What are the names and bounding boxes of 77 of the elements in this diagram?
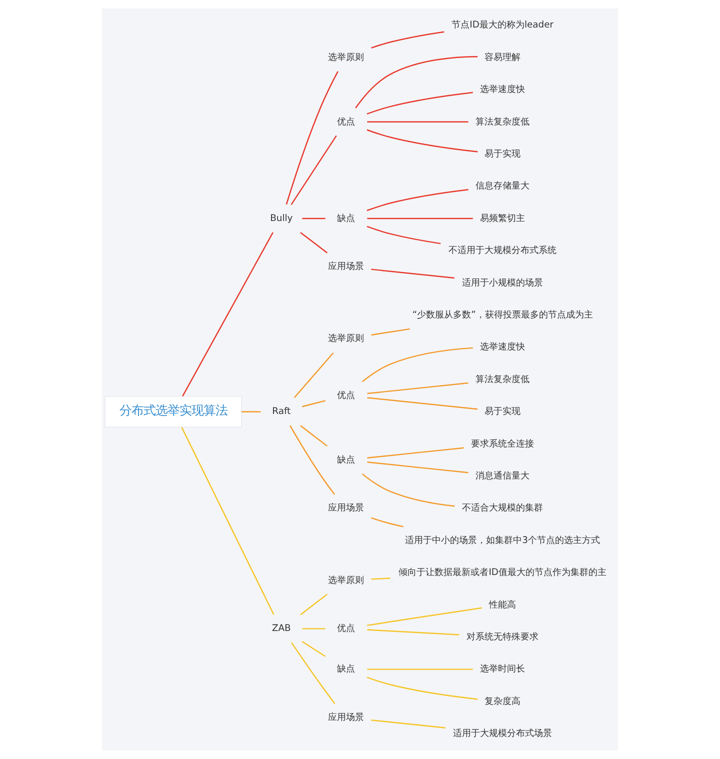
node-text: 选举原则 (328, 52, 364, 63)
node-text: 易于实现 (484, 148, 521, 160)
connector (286, 71, 338, 205)
connector (302, 641, 326, 657)
node-text: Raft (272, 406, 291, 418)
node-text: 优点 (337, 623, 356, 634)
node-text: Bully (270, 212, 293, 224)
connector (300, 232, 328, 254)
connector (367, 382, 468, 394)
node-text: 优点 (337, 116, 356, 128)
connector (355, 56, 478, 108)
node-text: 应用场景 (328, 712, 364, 723)
node-text: 缺点 (337, 664, 356, 675)
node-text: 适用于小规模的场景 (462, 277, 544, 288)
node-text: 算法复杂度低 (476, 116, 530, 128)
node-text: 选举速度快 (480, 342, 526, 353)
connector (371, 31, 444, 49)
connector (371, 578, 390, 580)
node-text: 缺点 (337, 212, 356, 224)
connector (291, 642, 336, 704)
node-text: 适用于大规模分布式场景 (453, 728, 552, 740)
connector (367, 447, 464, 458)
node-text: 优点 (337, 390, 356, 401)
node-text: 易频繁切主 (480, 212, 526, 224)
connector (302, 218, 326, 220)
node-text: 算法复杂度低 (476, 374, 530, 385)
connector (302, 400, 326, 408)
connector (371, 517, 404, 528)
connector (302, 628, 326, 630)
connector (366, 607, 482, 626)
node-text: 信息存储量大 (476, 180, 530, 192)
connector (366, 189, 468, 212)
node-text: 容易理解 (484, 52, 521, 63)
node-text: 对系统无特殊要求 (466, 631, 539, 642)
node-text: “少数服从多数”，获得投票最多的节点成为主 (412, 309, 593, 320)
connector (182, 232, 274, 397)
node-text: 不适用于大规模分布式系统 (448, 245, 557, 256)
connector (300, 594, 328, 616)
node-text: 选举速度快 (480, 84, 526, 96)
node-text: 缺点 (337, 454, 356, 466)
connector (371, 720, 446, 728)
connector (181, 427, 274, 615)
connector (290, 135, 337, 205)
node-text: 不适合大规模的集群 (462, 502, 544, 514)
connector (367, 121, 468, 122)
node-text: 消息通信量大 (476, 470, 530, 482)
node-text: 适用于中小的场景，如集群中3个节点的选主方式 (405, 534, 600, 546)
connector (366, 676, 478, 700)
connector (366, 129, 478, 152)
connector (367, 218, 473, 220)
node-text: ZAB (272, 623, 291, 634)
connector (367, 462, 468, 474)
node-box: 分布式选举实现算法 (104, 396, 242, 428)
connector (294, 352, 334, 398)
node-text: 选举原则 (328, 574, 364, 586)
node-text: 选举时间长 (480, 664, 526, 675)
connector (366, 226, 441, 244)
node-text: 复杂度高 (484, 696, 521, 707)
node-text: 易于实现 (484, 406, 521, 418)
node-text: 应用场景 (328, 261, 364, 272)
connector (371, 268, 454, 279)
connector (367, 629, 460, 636)
connector (366, 92, 473, 114)
connector (367, 668, 473, 670)
connector (367, 397, 478, 410)
connector (362, 473, 455, 507)
connector (242, 411, 261, 412)
node-text: 要求系统全连接 (471, 438, 534, 450)
connector (300, 425, 328, 447)
connector (290, 425, 336, 495)
node-text: 节点ID最大的称为leader (452, 20, 554, 31)
node-text: 应用场景 (328, 502, 364, 514)
connector (371, 328, 410, 336)
node-text: 选举原则 (328, 333, 364, 344)
connector (362, 347, 473, 382)
node-text: 倾向于让数据最新或者ID值最大的节点作为集群的主 (398, 567, 607, 578)
node-text: 性能高 (489, 599, 516, 610)
